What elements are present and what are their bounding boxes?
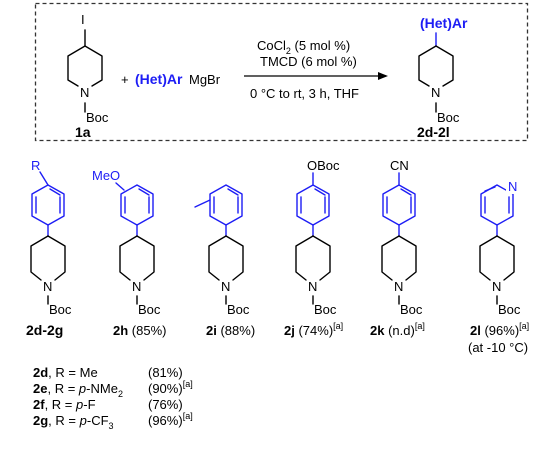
compound-2d-2g-nitrogen: N: [43, 279, 52, 294]
compound-2h-substituent: MeO: [92, 168, 120, 183]
compound-2j-boc: Boc: [314, 302, 337, 317]
r-row-2g: 2g, R = p-CF3: [33, 413, 114, 431]
reactant-iodo-label: I: [81, 12, 85, 27]
condition-ligand: TMCD (6 mol %): [260, 54, 357, 69]
compound-2k-boc: Boc: [400, 302, 423, 317]
plus-sign: +: [121, 72, 129, 87]
product-nitrogen-label: N: [431, 85, 440, 100]
compound-2j-structure: [295, 172, 331, 305]
product-2d-2l-structure: [418, 32, 454, 113]
r-row-2g-yield: (96%)[a]: [148, 411, 193, 428]
r-row-2f: 2f, R = p-F: [33, 397, 96, 412]
compound-2i-label: 2i (88%): [206, 323, 255, 338]
product-range-label: 2d-2l: [417, 124, 450, 140]
reactant-boc-label: Boc: [86, 110, 109, 125]
r-row-2d-yield: (81%): [148, 365, 183, 380]
compound-2l-label: 2l (96%)[a]: [470, 321, 529, 338]
compound-2d-2g-boc: Boc: [49, 302, 72, 317]
product-het-label: (Het)Ar: [420, 15, 468, 31]
r-row-2e: 2e, R = p-NMe2: [33, 381, 123, 399]
compound-2h-boc: Boc: [138, 302, 161, 317]
grignard-mgbr-label: MgBr: [189, 72, 221, 87]
compound-2l-condition: (at -10 °C): [468, 340, 528, 355]
compound-2k-nitrogen: N: [394, 279, 403, 294]
r-group-table: 2d, R = Me (81%) 2e, R = p-NMe2 (90%)[a]…: [33, 365, 193, 431]
r-row-2d: 2d, R = Me: [33, 365, 98, 380]
condition-catalyst: CoCl2 (5 mol %): [257, 38, 350, 56]
compound-2d-2g-label: 2d-2g: [26, 322, 63, 338]
compound-2l-nitrogen: N: [492, 279, 501, 294]
compound-2k-label: 2k (n.d)[a]: [370, 321, 425, 338]
condition-temperature-time: 0 °C to rt, 3 h, THF: [250, 86, 359, 101]
r-row-2f-yield: (76%): [148, 397, 183, 412]
compound-2j-label: 2j (74%)[a]: [284, 321, 343, 338]
r-row-2e-yield: (90%)[a]: [148, 379, 193, 396]
compound-2k-substituent: CN: [390, 158, 409, 173]
grignard-het-label: (Het)Ar: [135, 71, 183, 87]
compound-2j-nitrogen: N: [308, 279, 317, 294]
compound-2d-2g-substituent: R: [31, 158, 40, 173]
compound-2i-boc: Boc: [227, 302, 250, 317]
compound-2i-nitrogen: N: [221, 279, 230, 294]
compound-2j-substituent: OBoc: [307, 158, 340, 173]
reactant-1a-label: 1a: [75, 124, 91, 140]
compound-2i-structure: [194, 184, 244, 305]
product-boc-label: Boc: [437, 110, 460, 125]
compound-2h-nitrogen: N: [132, 279, 141, 294]
compound-2k-structure: [381, 172, 417, 305]
compound-2h-structure: [115, 182, 155, 305]
reactant-nitrogen-label: N: [80, 85, 89, 100]
reaction-box: [34, 2, 529, 142]
compound-2l-boc: Boc: [498, 302, 521, 317]
compound-2h-label: 2h (85%): [113, 323, 166, 338]
reactant-1a-structure: [67, 29, 103, 113]
compound-2l-ring-nitrogen: N: [508, 179, 517, 194]
reaction-arrow: [244, 72, 388, 80]
compound-2d-2g-structure: [30, 171, 66, 305]
